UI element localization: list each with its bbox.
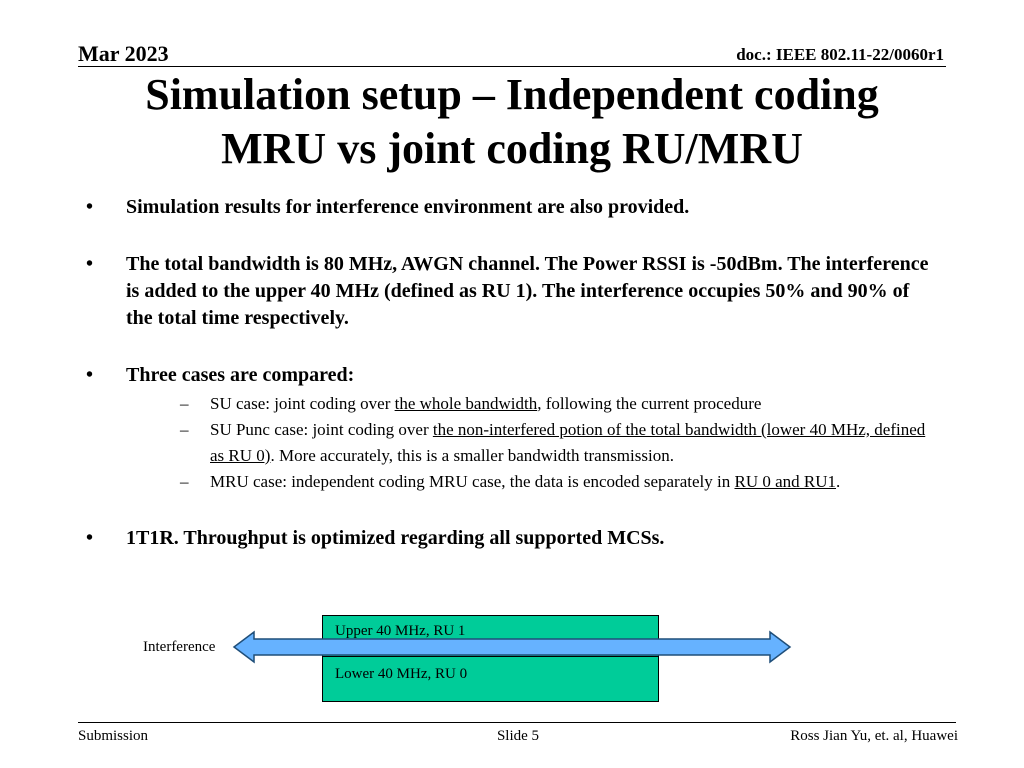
- sub-text: SU Punc case: joint coding over: [210, 420, 433, 439]
- sub-underlined-text: RU 0 and RU1: [734, 472, 837, 491]
- bullet-text: Three cases are compared:: [126, 364, 355, 386]
- slide-title-line-1: Simulation setup – Independent coding: [145, 70, 879, 119]
- footer-slide-number: Slide 5: [496, 728, 540, 744]
- interference-arrow-icon: [232, 630, 792, 664]
- sub-dash: –: [180, 472, 189, 491]
- bullet-item: • 1T1R. Throughput is optimized regardin…: [86, 525, 936, 552]
- footer-submission: Submission: [78, 728, 149, 744]
- bullet-text: Simulation results for interference envi…: [126, 196, 690, 218]
- sub-dash: –: [180, 394, 189, 413]
- bullet-text: The total bandwidth is 80 MHz, AWGN chan…: [126, 253, 929, 329]
- footer-author: Ross Jian Yu, et. al, Huawei: [790, 728, 958, 744]
- sub-text: , following the current procedure: [537, 394, 762, 413]
- sub-text: . More accurately, this is a smaller ban…: [270, 446, 674, 465]
- sub-text: MRU case: independent coding MRU case, t…: [210, 472, 735, 491]
- header-doc-id: doc.: IEEE 802.11-22/0060r1: [736, 45, 944, 64]
- bullet-mark: •: [86, 196, 94, 218]
- slide-title: Simulation setup – Independent coding MR…: [80, 68, 944, 176]
- bullet-list: • Simulation results for interference en…: [86, 194, 936, 582]
- bullet-text: 1T1R. Throughput is optimized regarding …: [126, 527, 665, 549]
- sub-dash: –: [180, 420, 189, 439]
- sub-item-su-punc-case: – SU Punc case: joint coding over the no…: [126, 417, 936, 469]
- slide-title-line-2: MRU vs joint coding RU/MRU: [221, 124, 803, 173]
- sub-item-su-case: – SU case: joint coding over the whole b…: [126, 391, 936, 417]
- bullet-mark: •: [86, 364, 94, 386]
- bullet-mark: •: [86, 253, 94, 275]
- ru1-label: Upper 40 MHz, RU 1: [335, 623, 466, 639]
- header-date: Mar 2023: [78, 41, 169, 66]
- footer-rule: [78, 722, 956, 723]
- sub-underlined-text: the non-interfered potion of the total b…: [210, 420, 926, 465]
- interference-label: Interference: [143, 639, 216, 655]
- bullet-item: • The total bandwidth is 80 MHz, AWGN ch…: [86, 251, 936, 332]
- sub-text: .: [836, 472, 841, 491]
- sub-underlined-text: the whole bandwidth: [394, 394, 538, 413]
- ru0-label: Lower 40 MHz, RU 0: [335, 666, 468, 682]
- bullet-item: • Three cases are compared: – SU case: j…: [86, 362, 936, 495]
- header-rule: [78, 66, 946, 67]
- bullet-item: • Simulation results for interference en…: [86, 194, 936, 221]
- ru0-lower-band-box: [322, 656, 659, 702]
- bullet-mark: •: [86, 527, 94, 549]
- sub-item-mru-case: – MRU case: independent coding MRU case,…: [126, 469, 936, 495]
- sub-list: – SU case: joint coding over the whole b…: [126, 391, 936, 495]
- sub-text: SU case: joint coding over: [210, 394, 395, 413]
